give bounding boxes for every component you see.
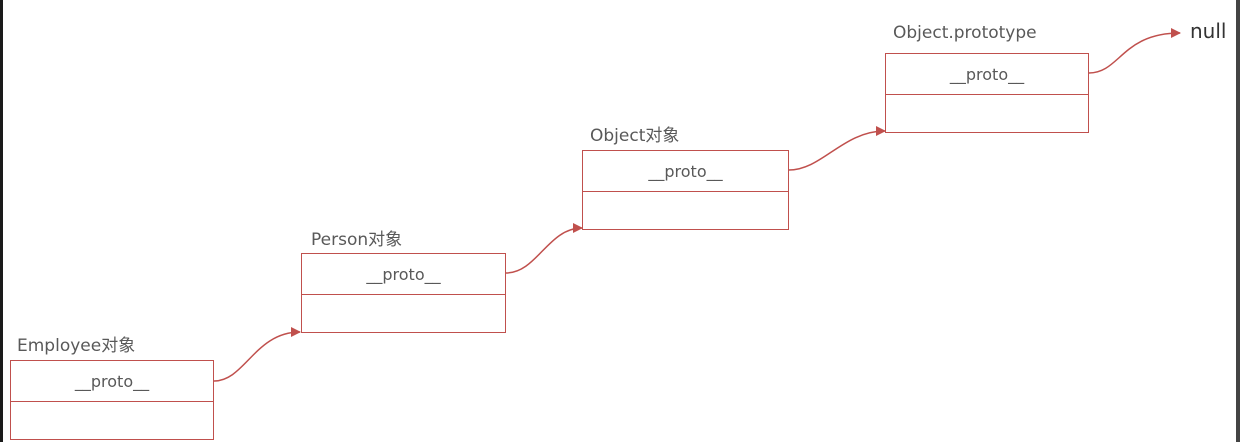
edge-object-prototype-to-null (1088, 28, 1181, 74)
node-field-object-prototype: __proto__ (886, 54, 1088, 95)
null-terminal: null (1190, 19, 1227, 43)
edge-object-to-object-prototype (788, 126, 886, 171)
node-title-person: Person对象 (311, 230, 403, 250)
node-field-person: __proto__ (302, 254, 505, 295)
left-border (0, 0, 3, 442)
node-box-object-prototype: __proto__ (885, 53, 1089, 133)
edge-person-to-object (505, 223, 583, 274)
node-field-employee: __proto__ (11, 361, 213, 402)
node-box-object: __proto__ (582, 150, 789, 230)
node-field-object: __proto__ (583, 151, 788, 192)
node-title-object-prototype: Object.prototype (893, 23, 1037, 43)
node-title-object: Object对象 (590, 126, 680, 146)
node-box-person: __proto__ (301, 253, 506, 333)
node-box-employee: __proto__ (10, 360, 214, 440)
edge-employee-to-person (213, 327, 301, 382)
node-title-employee: Employee对象 (17, 336, 136, 356)
right-border (1236, 0, 1240, 442)
